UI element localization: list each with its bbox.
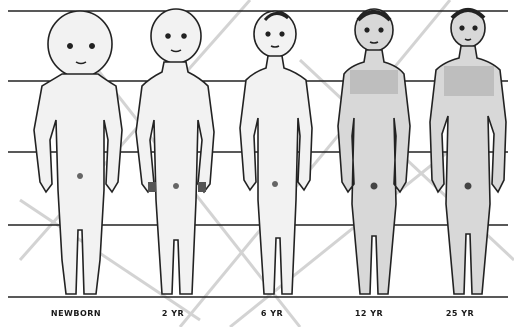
figure-6-years	[240, 11, 312, 294]
age-label-25-years: 25 YR	[420, 309, 500, 318]
age-label-12-years: 12 YR	[329, 309, 409, 318]
age-label-2-years: 2 YR	[133, 309, 213, 318]
age-label-newborn: NEWBORN	[36, 309, 116, 318]
figure-12-years	[338, 9, 410, 294]
figure-25-years	[430, 9, 506, 294]
age-label-6-years: 6 YR	[232, 309, 312, 318]
figure-newborn	[34, 11, 122, 294]
